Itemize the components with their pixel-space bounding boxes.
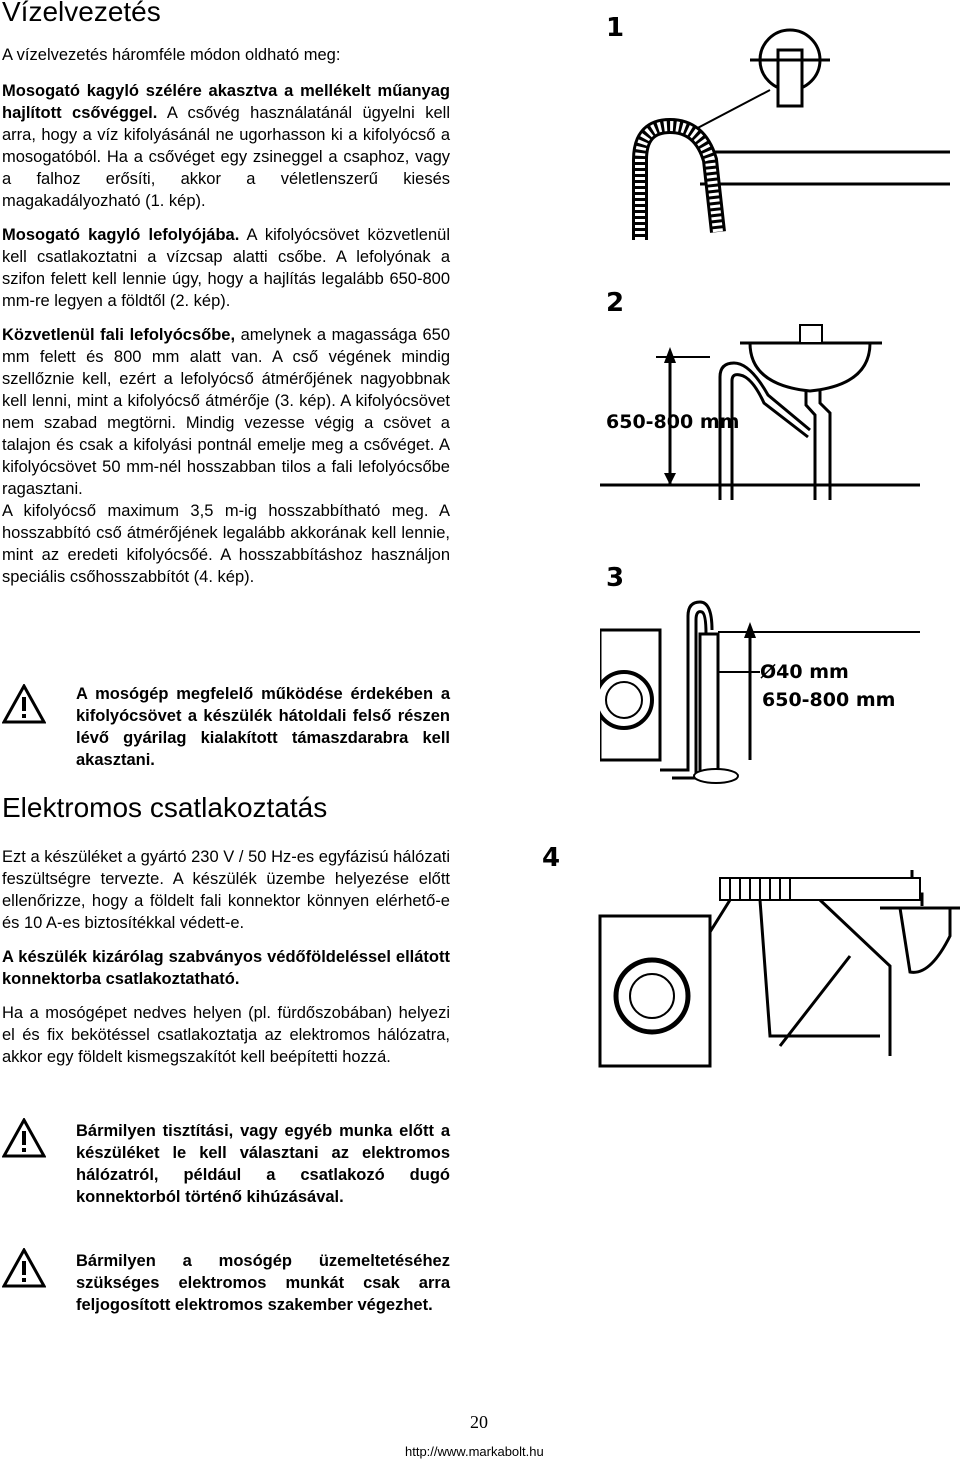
drainage-option-1: Mosogató kagyló szélére akasztva a mellé… [2, 80, 450, 212]
option-2-body: A kifolyócsövet közvetlenül kell csatlak… [2, 226, 450, 310]
section-title-drainage: Vízelvezetés [2, 0, 161, 27]
electrical-warning-2: Bármilyen a mosógép üzemeltetéséhez szük… [76, 1252, 450, 1314]
option-1-body: A csővég használatánál ügyelni kell arra… [2, 104, 450, 210]
figure-3-label: 3 [606, 563, 624, 593]
figure-1-label: 1 [606, 13, 624, 43]
section-title-electrical: Elektromos csatlakoztatás [2, 792, 328, 823]
drainage-option-3: Közvetlenül fali lefolyócsőbe, amelynek … [2, 324, 450, 500]
warning-triangle-icon [2, 1248, 46, 1288]
figure-2-sink-drain: 2 650-800 mm [600, 288, 920, 500]
option-3-heading: Közvetlenül fali lefolyócsőbe, [2, 326, 236, 344]
drainage-extension: A kifolyócső maximum 3,5 m-ig hosszabbít… [2, 502, 450, 586]
electrical-text: Ezt a készüléket a gyártó 230 V / 50 Hz-… [2, 846, 450, 1076]
figure-4-label: 4 [542, 843, 560, 873]
electrical-wet-room: Ha a mosógépet nedves helyen (pl. fürdős… [2, 1004, 450, 1066]
warning-triangle-icon [2, 1118, 46, 1158]
electrical-voltage: Ezt a készüléket a gyártó 230 V / 50 Hz-… [2, 848, 450, 932]
figure-2-dimension: 650-800 mm [606, 411, 739, 433]
electrical-warning-1: Bármilyen tisztítási, vagy egyéb munka e… [76, 1122, 450, 1206]
warning-triangle-icon [2, 684, 46, 724]
footer-url: http://www.markabolt.hu [405, 1444, 544, 1459]
option-1-heading: Mosogató kagyló szélére akasztva a mellé… [2, 82, 450, 122]
option-2-heading: Mosogató kagyló lefolyójába. [2, 226, 240, 244]
drainage-warning: A mosógép megfelelő működése érdekében a… [76, 685, 450, 769]
figure-3-wall-drain: 3 Ø40 mm 650-800 mm [600, 563, 920, 784]
drainage-option-2: Mosogató kagyló lefolyójába. A kifolyócs… [2, 224, 450, 312]
figure-1-hose-on-sink: 1 [606, 13, 950, 240]
electrical-grounding: A készülék kizárólag szabványos védőföld… [2, 948, 450, 988]
figure-3-dimension: 650-800 mm [762, 689, 895, 711]
page-number: 20 [470, 1412, 488, 1432]
figure-3-diameter: Ø40 mm [760, 661, 849, 683]
drainage-text: A vízelvezetés háromféle módon oldható m… [2, 44, 450, 596]
figure-4-hose-extension: 4 [542, 843, 960, 1068]
option-3-body: amelynek a magassága 650 mm felett és 80… [2, 326, 450, 498]
figure-2-label: 2 [606, 288, 624, 318]
drainage-intro: A vízelvezetés háromféle módon oldható m… [2, 46, 341, 64]
